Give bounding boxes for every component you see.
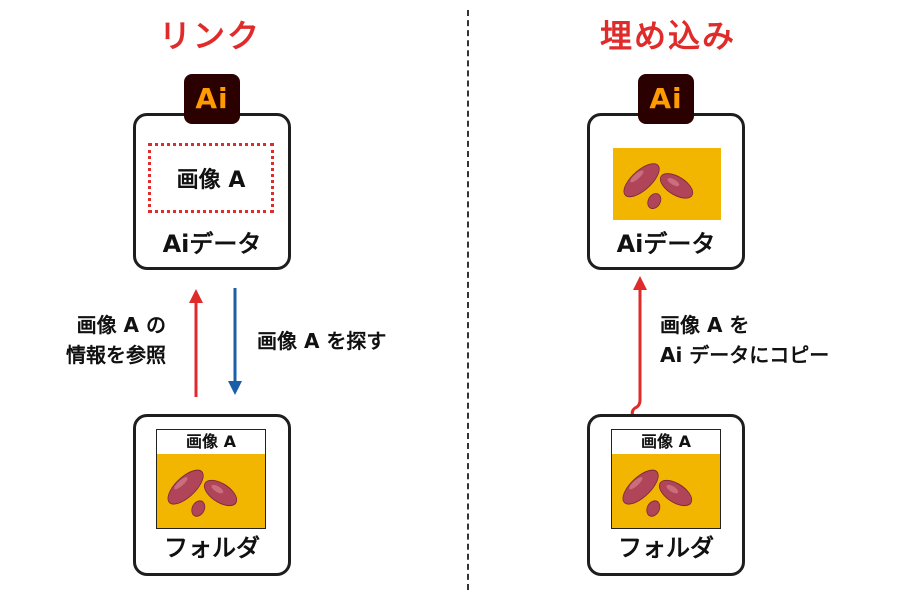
embed-copy-label: 画像 A を Ai データにコピー: [660, 310, 829, 370]
sweet-potato-photo: [612, 454, 720, 528]
reference-arrow: [189, 289, 203, 397]
link-image-placeholder: 画像 A: [148, 143, 274, 213]
link-illustrator-icon: Ai: [184, 74, 240, 124]
link-reference-label: 画像 A の 情報を参照: [42, 310, 166, 370]
link-reference-label-line2: 情報を参照: [66, 343, 166, 367]
embed-illustrator-icon: Ai: [638, 74, 694, 124]
link-arrows: [189, 288, 242, 397]
link-ai-data-label: Aiデータ: [162, 230, 262, 258]
embed-folder-image-thumbnail: 画像 A: [611, 429, 721, 529]
link-folder-image-thumbnail: 画像 A: [156, 429, 266, 529]
link-folder-image-title: 画像 A: [186, 432, 236, 451]
sweet-potato-photo: [157, 454, 265, 528]
link-reference-label-line1: 画像 A の: [76, 313, 166, 337]
embed-folder-label: フォルダ: [618, 534, 714, 562]
link-folder-label: フォルダ: [164, 534, 260, 562]
embed-folder-image-title: 画像 A: [641, 432, 691, 451]
embed-copy-label-line1: 画像 A を: [660, 313, 750, 337]
embed-copy-label-line2: Ai データにコピー: [660, 343, 830, 367]
search-arrow: [228, 288, 242, 395]
link-image-placeholder-label: 画像 A: [176, 168, 246, 193]
section-divider: [467, 10, 469, 590]
embedded-sweet-potato-photo: [613, 148, 721, 220]
embed-heading: 埋め込み: [599, 17, 736, 55]
link-heading: リンク: [158, 17, 261, 55]
copy-arrow: [630, 276, 647, 422]
link-search-label: 画像 A を探す: [257, 329, 387, 353]
embed-ai-data-label: Aiデータ: [616, 230, 716, 258]
